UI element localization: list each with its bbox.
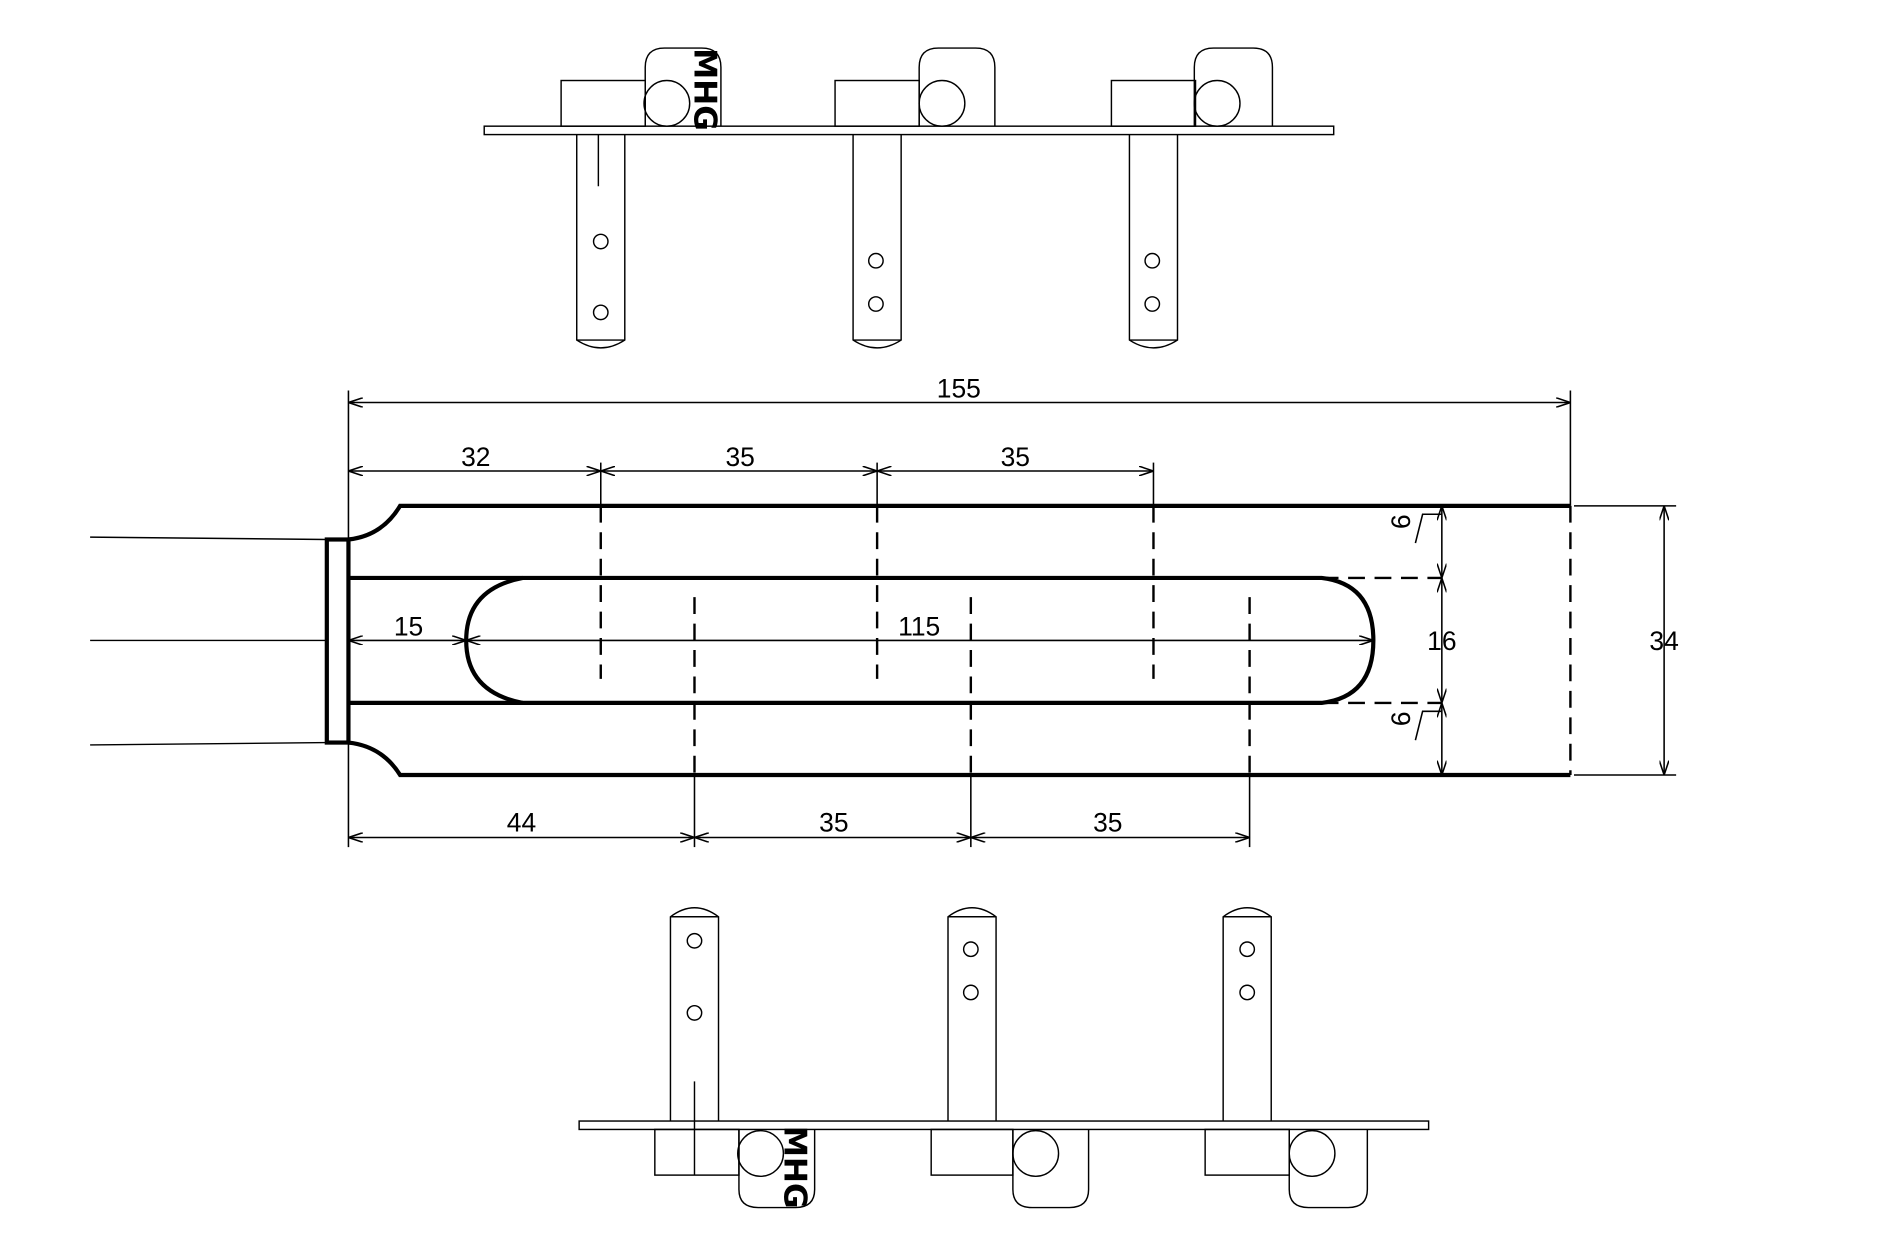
dim-edge-margin-top: 9 <box>1385 514 1415 529</box>
top-pin-1: MHG <box>560 47 722 349</box>
bottom-side-view: MHG <box>578 907 1430 1209</box>
top-side-view: MHG <box>483 47 1335 349</box>
top-pin-3 <box>1110 47 1274 349</box>
bottom-pin-3 <box>1204 907 1369 1209</box>
top-pin-2 <box>834 47 996 349</box>
dim-bottom-offset-3: 35 <box>1093 807 1122 837</box>
dim-bottom-offset-1: 44 <box>507 807 536 837</box>
plan-view <box>90 503 1572 778</box>
bottom-pin-1: MHG <box>654 907 816 1209</box>
dim-top-offset-2: 35 <box>725 442 754 472</box>
dim-top-offset-3: 35 <box>1001 442 1030 472</box>
dimensions: 155 32 35 35 44 35 35 15 115 16 9 9 3 <box>347 374 1679 848</box>
dim-slot-length: 115 <box>898 612 940 642</box>
dim-slot-width: 16 <box>1427 626 1456 656</box>
dim-overall-width: 34 <box>1649 626 1678 656</box>
logo-mhg-bottom: MHG <box>777 1126 813 1209</box>
dim-edge-margin-bottom: 9 <box>1385 711 1415 726</box>
dim-slot-start: 15 <box>394 612 423 642</box>
bottom-pin-2 <box>930 907 1090 1209</box>
dim-top-offset-1: 32 <box>461 442 490 472</box>
dim-overall-length: 155 <box>937 374 981 404</box>
logo-mhg-top: MHG <box>686 48 722 131</box>
dim-bottom-offset-2: 35 <box>819 807 848 837</box>
